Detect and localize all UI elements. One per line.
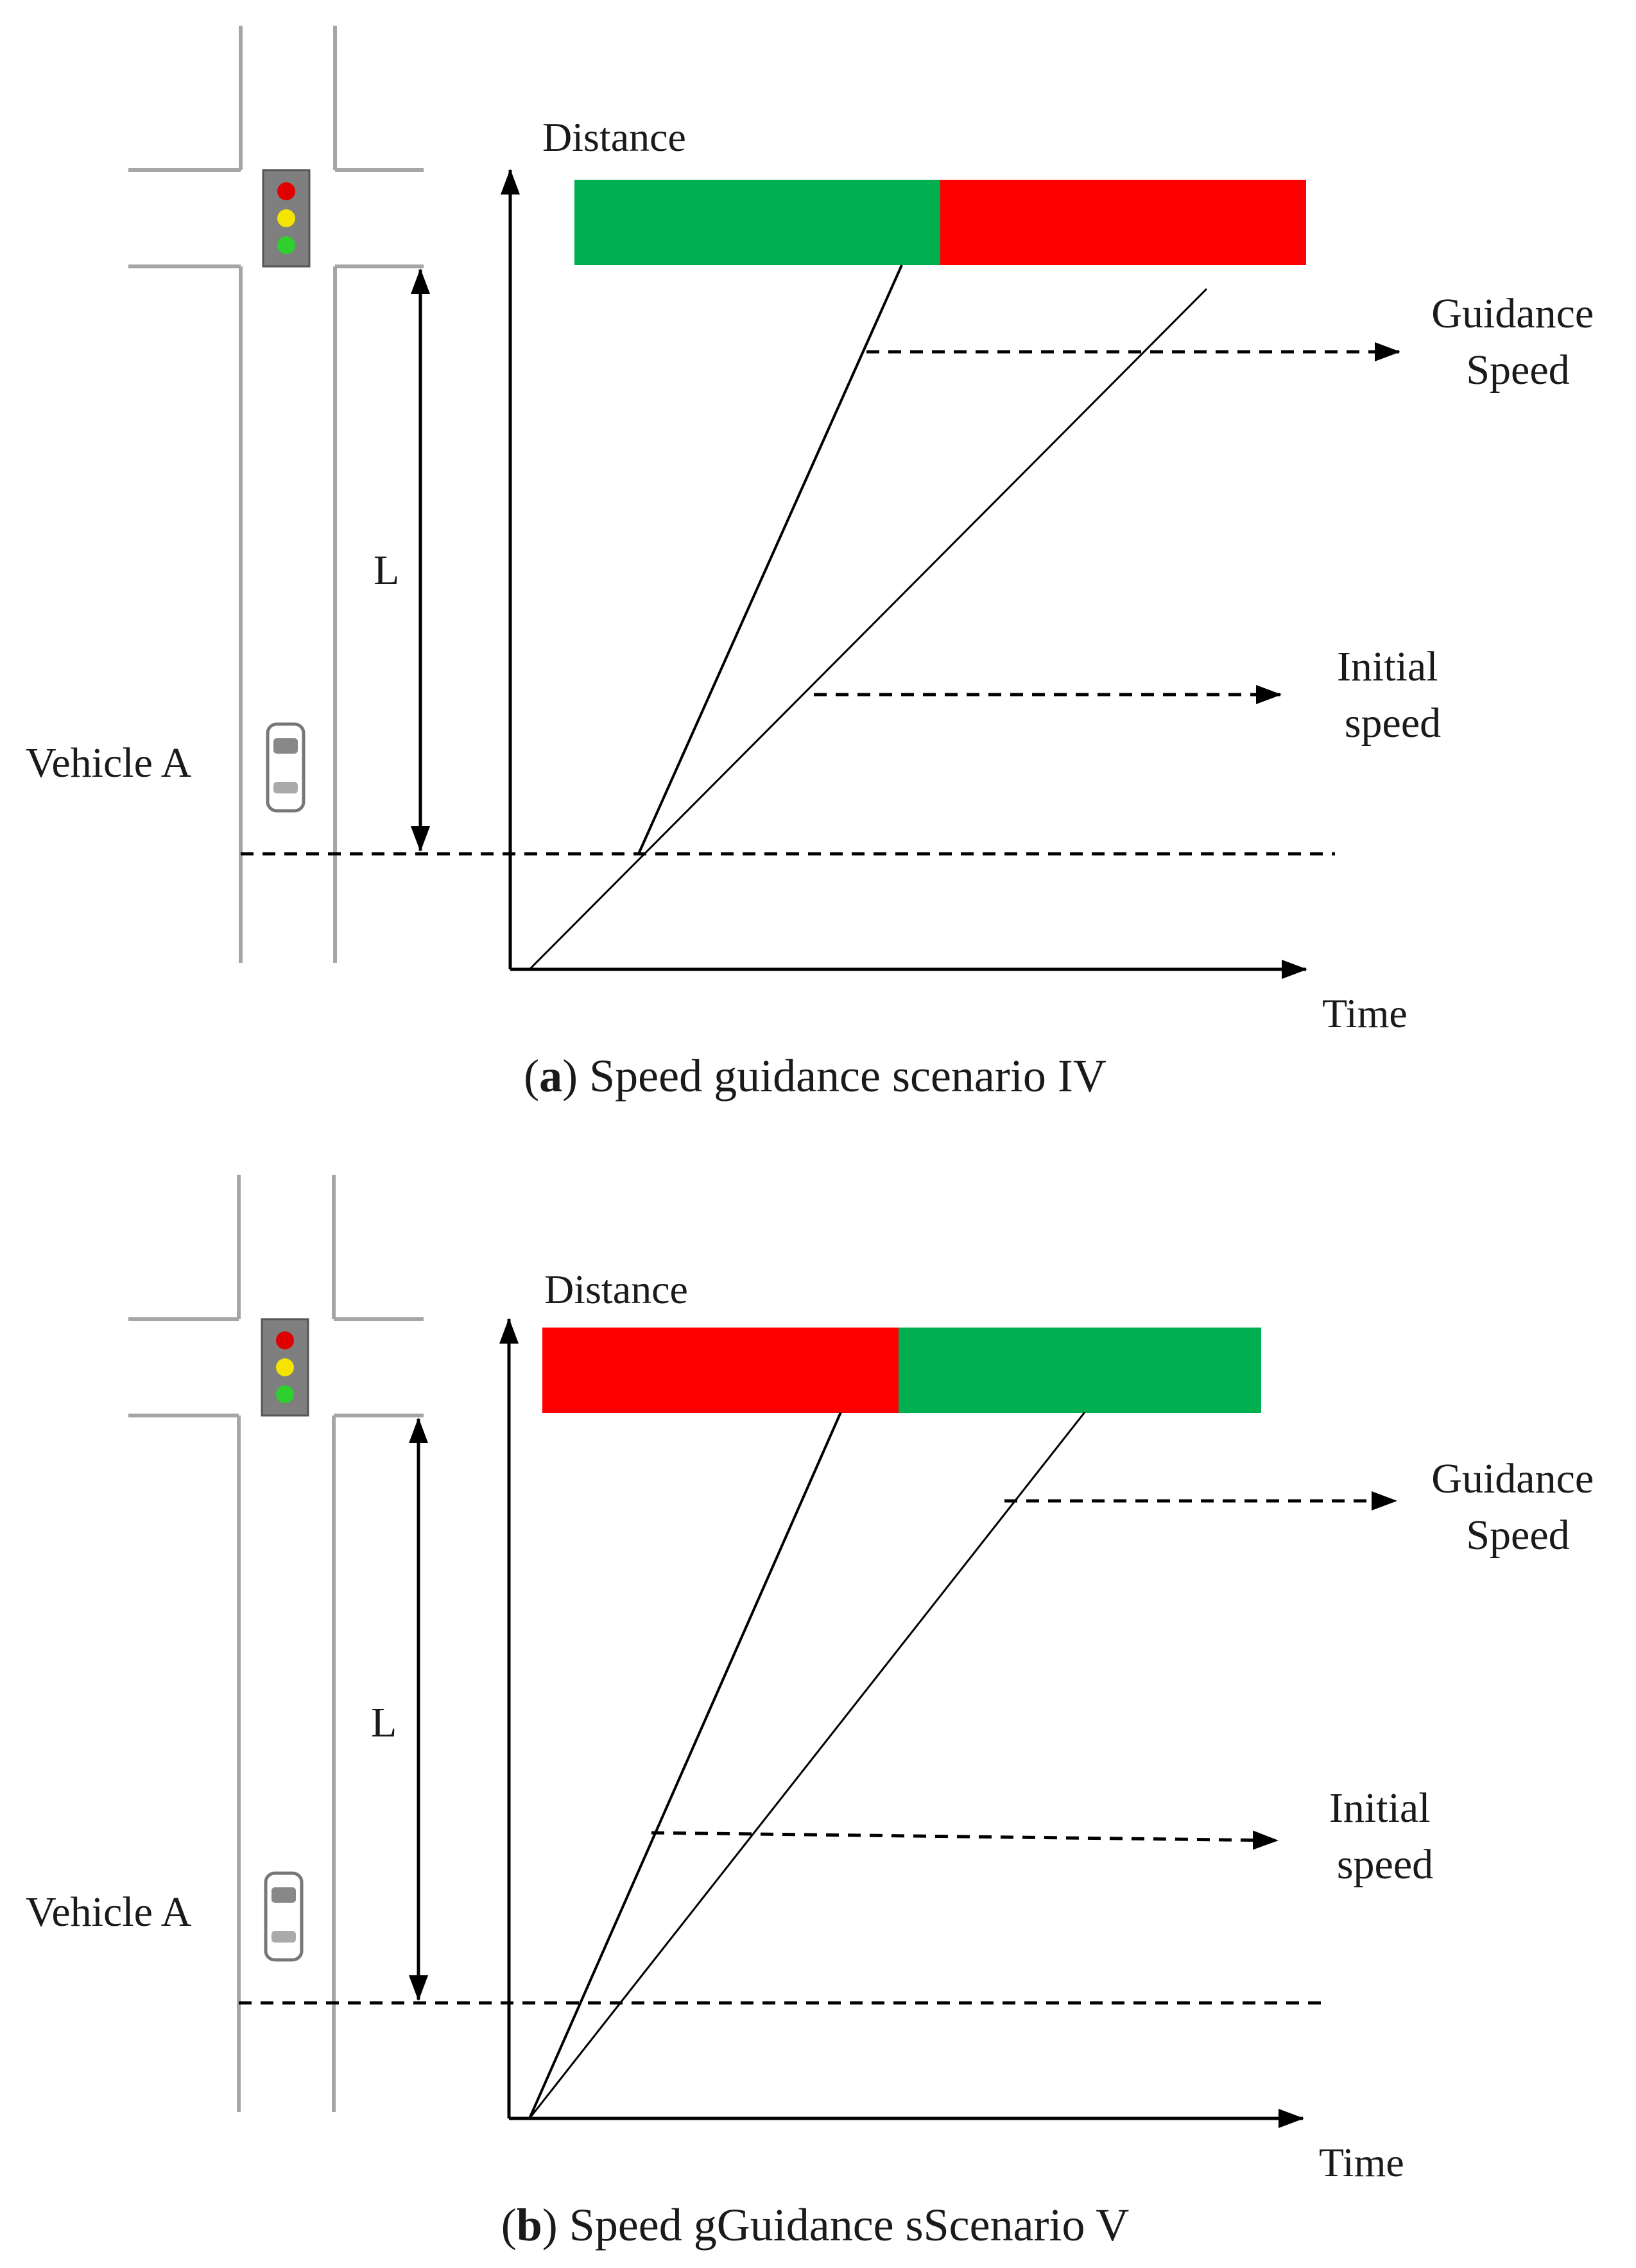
initial-speed-pointer: [651, 1830, 1279, 1850]
y-axis-label: Distance: [542, 114, 686, 160]
road-intersection: [128, 1175, 424, 2112]
x-axis-label: Time: [1322, 991, 1408, 1036]
signal-phase-green: [899, 1328, 1261, 1413]
caption-b: (b) Speed gGuidance sScenario V: [501, 2199, 1129, 2251]
vehicle-label: Vehicle A: [26, 740, 192, 786]
trajectory-initial-speed: [528, 288, 1208, 971]
distance-L-label: L: [371, 1699, 397, 1746]
guidance-line1: Guidance: [1431, 290, 1594, 337]
road-intersection: [128, 26, 424, 963]
panel-b: Vehicle A L Distance Time Guidance Speed…: [26, 1175, 1604, 2251]
initial-line2: speed: [1337, 1841, 1433, 1888]
x-axis-label: Time: [1319, 2140, 1404, 2185]
signal-phase-red: [940, 180, 1306, 265]
initial-line1: Initial: [1329, 1785, 1431, 1831]
trajectory-guidance-speed: [528, 1412, 842, 2119]
guidance-speed-label: Guidance Speed: [1431, 290, 1604, 394]
distance-L-label: L: [374, 547, 399, 594]
signal-phase-red: [542, 1328, 899, 1413]
traffic-light-icon: [262, 169, 311, 268]
panel-a: Vehicle A L Distance Time Guidance Speed…: [26, 26, 1604, 1102]
y-axis-label: Distance: [544, 1267, 688, 1312]
guidance-line2: Speed: [1466, 1512, 1569, 1559]
vehicle-label: Vehicle A: [26, 1889, 192, 1935]
guidance-line2: Speed: [1466, 347, 1569, 394]
trajectory-initial-speed: [528, 1412, 1086, 2119]
signal-phase-green: [574, 180, 940, 265]
vehicle-icon: [266, 722, 306, 813]
guidance-line1: Guidance: [1431, 1455, 1594, 1502]
guidance-speed-label: Guidance Speed: [1431, 1455, 1604, 1559]
initial-speed-label: Initial speed: [1337, 643, 1449, 747]
initial-speed-label: Initial speed: [1329, 1785, 1441, 1888]
caption-a: (a) Speed guidance scenario IV: [524, 1050, 1106, 1102]
trajectory-guidance-speed: [637, 264, 903, 854]
traffic-light-icon: [261, 1318, 309, 1417]
initial-line2: speed: [1345, 700, 1441, 747]
vehicle-icon: [264, 1871, 304, 1962]
initial-line1: Initial: [1337, 643, 1438, 690]
